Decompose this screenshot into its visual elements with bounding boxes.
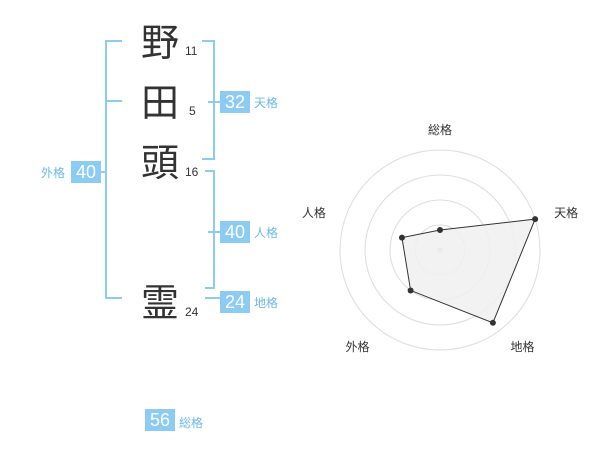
name-char-3: 頭 xyxy=(141,141,180,185)
gaikaku-value: 40 xyxy=(71,161,101,183)
chikaku-label: 地格 xyxy=(254,296,279,310)
stroke-count-1: 11 xyxy=(185,44,198,58)
radar-axis-label-1: 総格 xyxy=(428,122,452,137)
soukaku-value: 56 xyxy=(145,409,175,431)
gaikaku-connector xyxy=(98,171,105,173)
tenkaku-label: 天格 xyxy=(254,96,279,110)
tenkaku-value: 32 xyxy=(220,91,250,113)
gaikaku-bracket-bottom xyxy=(105,297,122,299)
radar-axis-label-2: 天格 xyxy=(554,205,578,220)
jinkaku-bracket-bottom xyxy=(205,287,215,289)
tenkaku-bracket-top xyxy=(202,40,215,42)
soukaku-label: 総格 xyxy=(179,416,204,430)
radar-axis-label-3: 地格 xyxy=(511,339,535,354)
chikaku-connector xyxy=(205,297,220,299)
radar-grid-ring xyxy=(339,149,541,351)
name-char-2: 田 xyxy=(141,81,180,125)
stroke-count-2: 5 xyxy=(189,104,196,118)
tenkaku-connector xyxy=(208,101,220,103)
tenkaku-bracket-bottom xyxy=(202,158,215,160)
radar-point-5 xyxy=(398,234,405,241)
name-char-4: 霊 xyxy=(141,281,180,325)
radar-axis-label-4: 外格 xyxy=(345,339,369,354)
stroke-count-3: 16 xyxy=(185,165,199,179)
tenkaku-bracket-vertical xyxy=(213,40,215,160)
jinkaku-value: 40 xyxy=(220,221,250,243)
jinkaku-label: 人格 xyxy=(254,226,279,240)
chikaku-value: 24 xyxy=(220,291,250,313)
radar-axis-label-5: 人格 xyxy=(302,205,326,220)
name-char-1: 野 xyxy=(141,21,180,65)
stroke-count-4: 24 xyxy=(185,305,199,319)
radar-point-1 xyxy=(437,227,443,233)
radar-point-4 xyxy=(407,287,414,294)
gaikaku-bracket-mid xyxy=(105,100,122,102)
gaikaku-bracket-vertical xyxy=(105,40,107,299)
radar-point-2 xyxy=(532,216,539,223)
gaikaku-bracket-top xyxy=(105,40,122,42)
jinkaku-connector xyxy=(208,231,220,233)
jinkaku-bracket-top xyxy=(205,170,215,172)
radar-point-3 xyxy=(489,319,496,326)
gaikaku-label: 外格 xyxy=(41,166,66,180)
radar-data-polygon xyxy=(401,218,536,324)
jinkaku-bracket-vertical xyxy=(213,170,215,289)
